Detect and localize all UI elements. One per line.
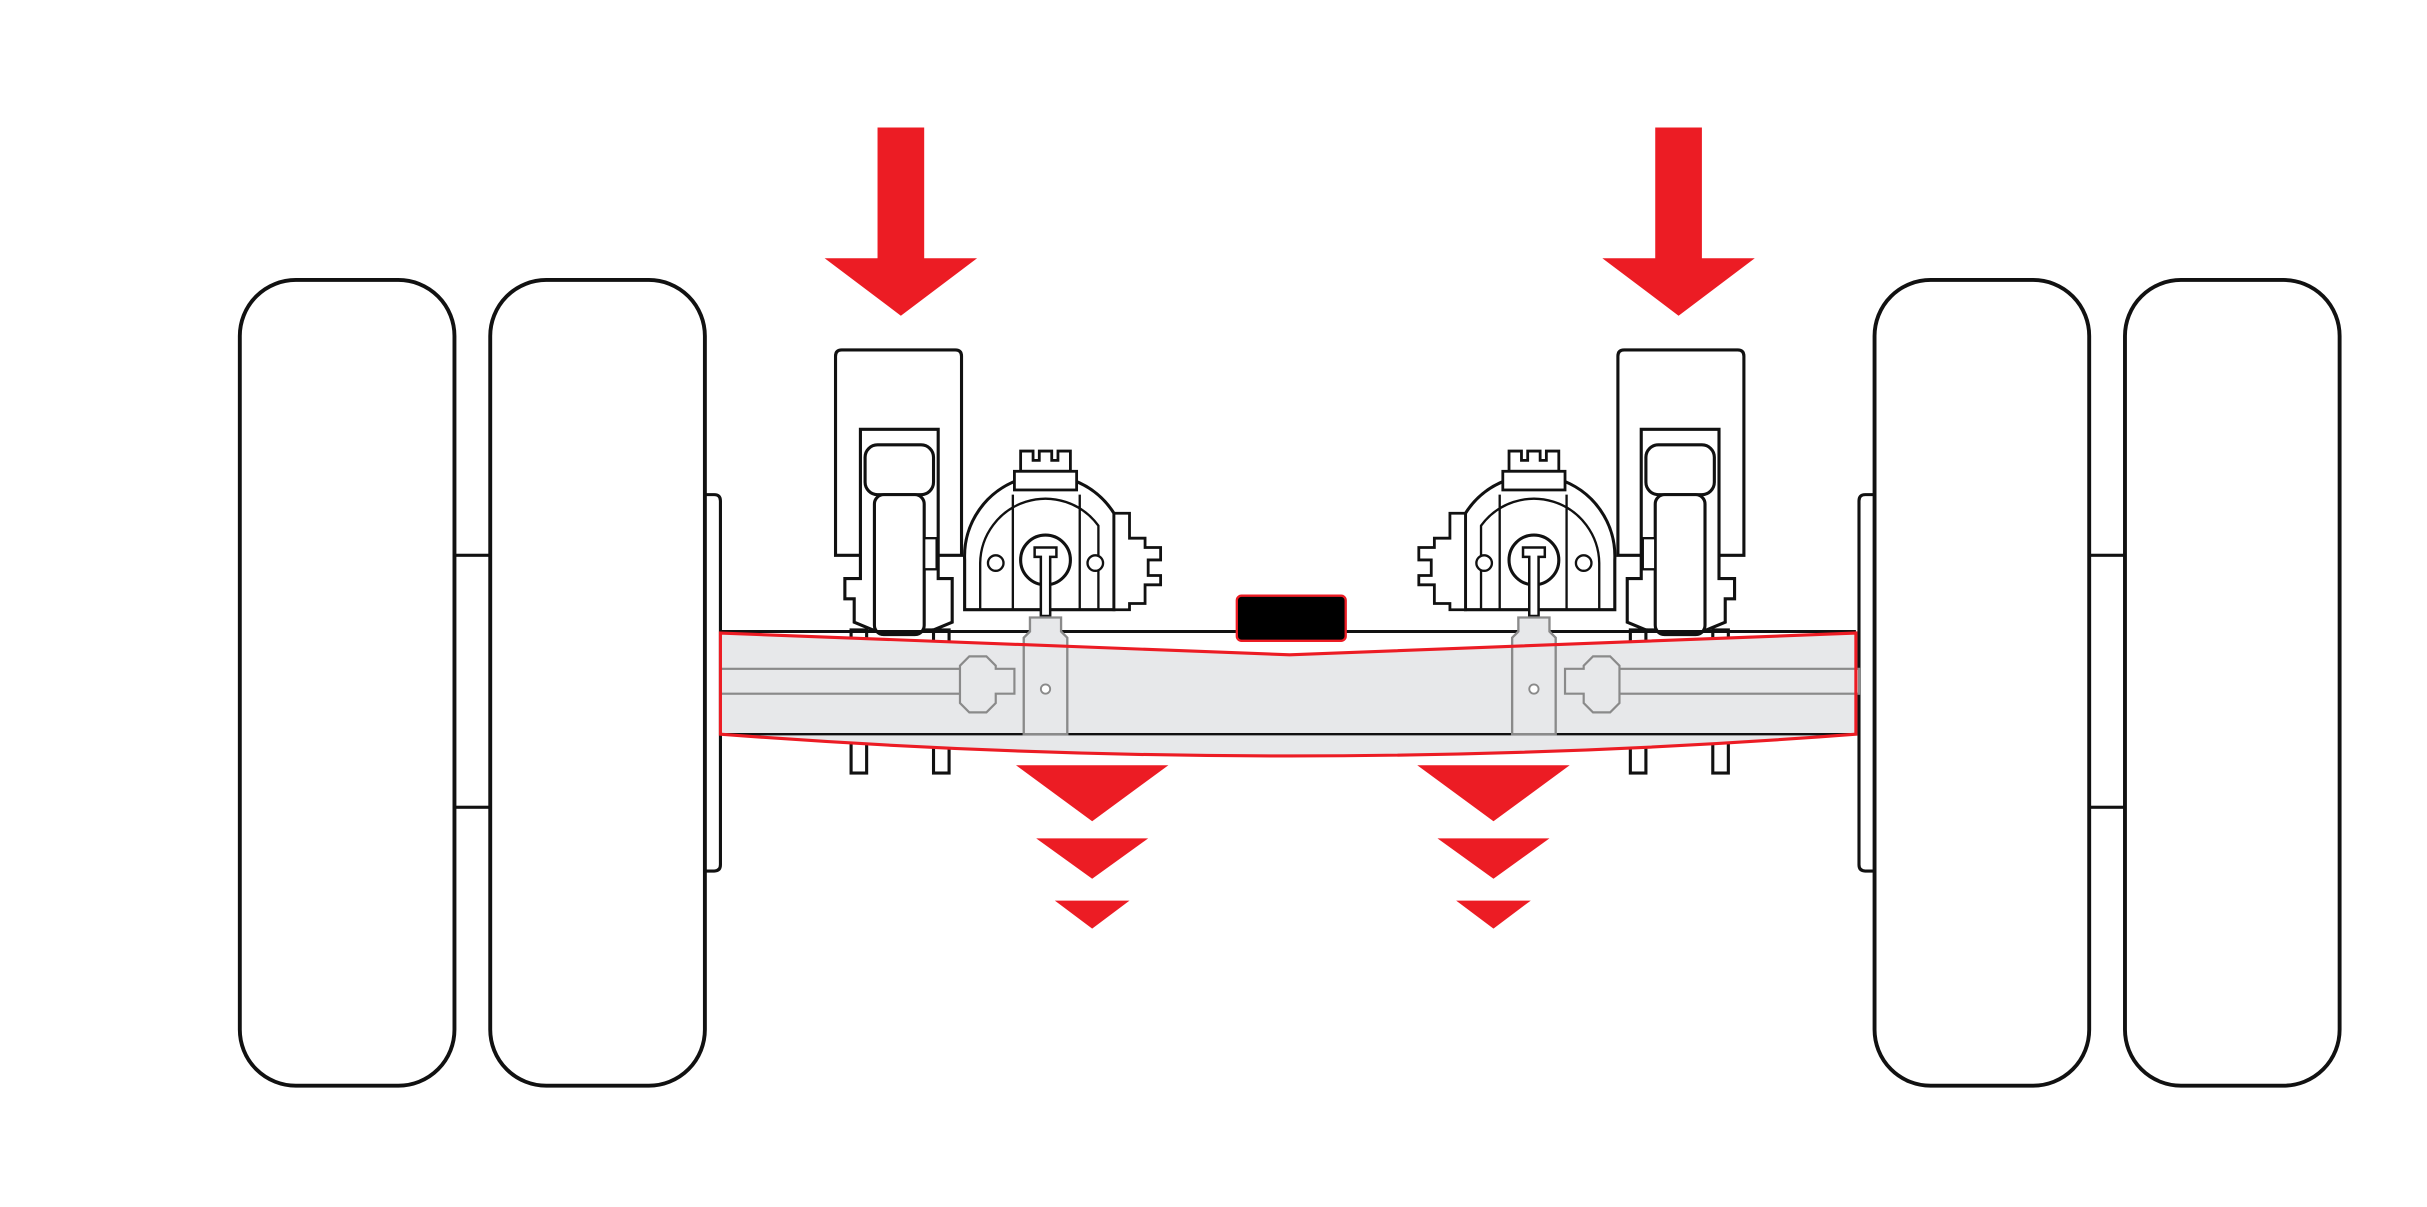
load-arrow-icon [1602,127,1755,316]
center-block [1235,594,1347,642]
load-arrow-icon [824,127,978,316]
deflection-arrow-icon [1417,765,1570,929]
beam-deflection-outline [718,631,1858,758]
deflection-arrow-icon [1015,765,1169,929]
axle-beam [720,633,1856,756]
